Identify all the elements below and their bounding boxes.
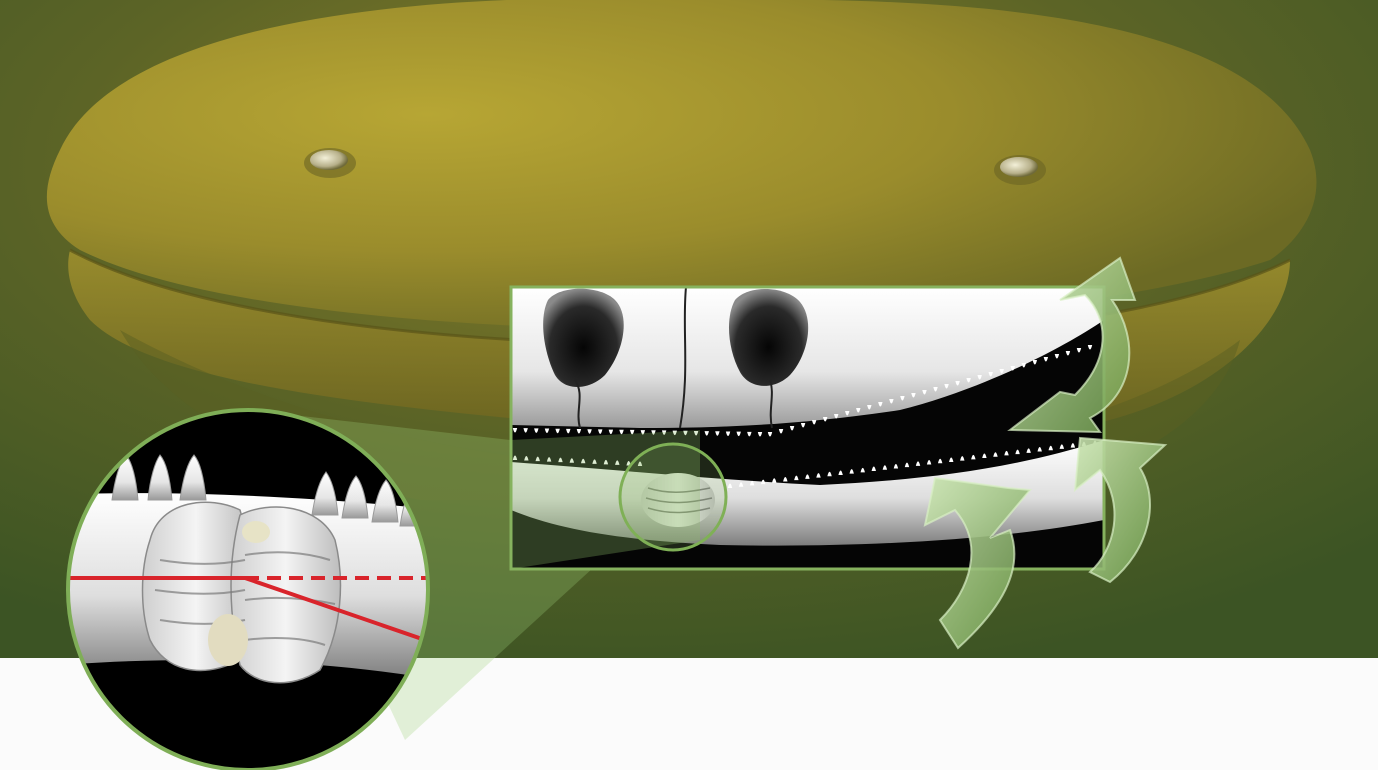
focus-circle bbox=[620, 444, 726, 550]
right-nostril bbox=[994, 155, 1046, 185]
left-nostril bbox=[304, 148, 356, 178]
jaw-joint-cartilage bbox=[143, 502, 341, 683]
